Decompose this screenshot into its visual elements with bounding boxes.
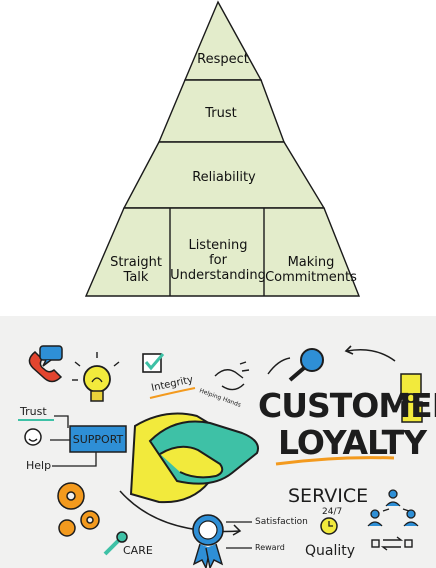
pyramid-base-label: Understanding — [170, 268, 266, 283]
puzzle-icon — [400, 373, 423, 423]
wrench-icon — [103, 531, 128, 556]
arrows-exchange-icon — [371, 536, 413, 551]
pyramid-base-label: Listening — [188, 238, 247, 253]
pyramid-base-label: Commitments — [265, 270, 357, 285]
pyramid-base-label: for — [209, 253, 228, 268]
gears-icon — [57, 482, 100, 537]
pyramid-label-trust: Trust — [204, 106, 236, 121]
arrow-head — [344, 345, 354, 355]
twentyfour-seven-label: 24/7 — [322, 507, 342, 517]
pyramid-label-reliability: Reliability — [192, 170, 256, 185]
title-customer: CUSTOMER — [258, 386, 436, 425]
people-network-icon — [367, 489, 419, 527]
handshake-icon — [129, 412, 259, 504]
care-label: CARE — [123, 544, 153, 557]
pyramid-base-label: Straight — [110, 255, 162, 270]
connector-line — [52, 452, 97, 467]
support-box: SUPPORT — [69, 425, 127, 453]
pyramid-diagram: Respect Trust Reliability Straight Talk … — [84, 0, 361, 297]
pyramid-base-block — [84, 207, 361, 297]
smiley-icon — [24, 428, 42, 446]
arrow-head — [232, 524, 242, 536]
magnifier-icon — [288, 348, 324, 382]
trust-label: Trust — [19, 405, 47, 418]
curved-arrow — [267, 357, 291, 375]
pyramid-label-respect: Respect — [197, 52, 249, 67]
medal-icon — [192, 514, 224, 568]
pyramid-level-respect — [183, 0, 263, 81]
connector-line — [54, 415, 69, 428]
quality-label: Quality — [305, 543, 355, 559]
helping-hands-icon — [214, 361, 250, 391]
customer-loyalty-illustration: Helping Hands Integrity CUSTOMER LOYALTY… — [0, 316, 436, 568]
help-label: Help — [26, 459, 51, 472]
loyalty-underline — [275, 456, 395, 466]
satisfaction-label: Satisfaction — [255, 517, 308, 527]
phone-icon — [28, 350, 63, 383]
lightbulb-icon — [72, 352, 120, 402]
checkmark-icon — [142, 353, 165, 373]
support-label: SUPPORT — [73, 433, 124, 446]
title-loyalty: LOYALTY — [278, 423, 428, 462]
pyramid-base-label: Talk — [123, 270, 149, 285]
chat-bubble-icon — [39, 345, 63, 367]
clock-icon — [320, 517, 338, 535]
service-label: SERVICE — [288, 485, 368, 507]
curved-arrow — [346, 348, 396, 362]
pyramid-base-label: Making — [288, 255, 335, 270]
reward-label: Reward — [255, 543, 285, 552]
integrity-underline — [149, 387, 196, 399]
